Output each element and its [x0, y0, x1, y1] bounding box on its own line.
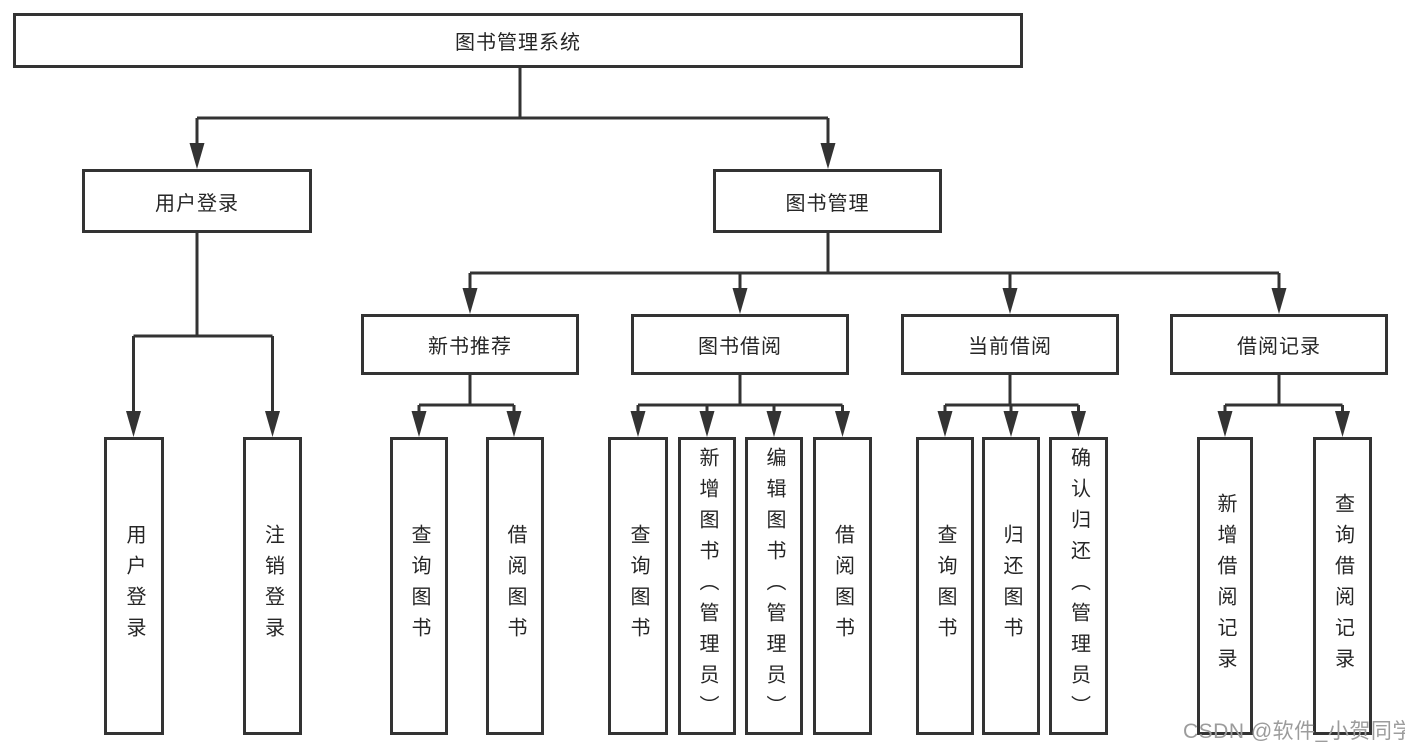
leaf-edit-books-admin: 编辑图书（管理员） — [745, 437, 803, 735]
leaf-query-books-borrow-label: 查询图书 — [627, 524, 649, 648]
leaf-add-books-admin-label: 新增图书（管理员） — [696, 446, 718, 726]
leaf-borrow-books-label: 借阅图书 — [831, 524, 854, 648]
leaf-confirm-return-admin: 确认归还（管理员） — [1049, 437, 1108, 735]
leaf-user-login: 用户登录 — [104, 437, 164, 735]
leaf-user-login-label: 用户登录 — [123, 524, 145, 648]
csdn-watermark: CSDN @软件_小贺同学 — [1183, 720, 1405, 743]
node-user-login: 用户登录 — [82, 169, 312, 233]
leaf-query-books-borrow: 查询图书 — [608, 437, 668, 735]
leaf-query-books-recommend: 查询图书 — [390, 437, 448, 735]
node-book-management: 图书管理 — [713, 169, 942, 233]
node-current-borrow: 当前借阅 — [901, 314, 1119, 375]
leaf-query-books-recommend-label: 查询图书 — [408, 524, 430, 648]
leaf-borrow-books: 借阅图书 — [813, 437, 872, 735]
leaf-edit-books-admin-label: 编辑图书（管理员） — [763, 446, 785, 726]
arrowheads — [126, 143, 1350, 437]
leaf-return-books-label: 归还图书 — [1000, 524, 1022, 648]
leaf-add-borrow-record: 新增借阅记录 — [1197, 437, 1253, 735]
leaf-confirm-return-admin-label: 确认归还（管理员） — [1067, 446, 1090, 726]
leaf-query-borrow-record-label: 查询借阅记录 — [1331, 493, 1354, 679]
node-library-management-system: 图书管理系统 — [13, 13, 1023, 68]
leaf-add-borrow-record-label: 新增借阅记录 — [1214, 493, 1236, 679]
leaf-return-books: 归还图书 — [982, 437, 1040, 735]
node-new-book-recommend: 新书推荐 — [361, 314, 579, 375]
leaf-add-books-admin: 新增图书（管理员） — [678, 437, 736, 735]
leaf-query-books-current: 查询图书 — [916, 437, 974, 735]
leaf-borrow-books-recommend-label: 借阅图书 — [504, 524, 526, 648]
node-borrow-records: 借阅记录 — [1170, 314, 1388, 375]
leaf-query-borrow-record: 查询借阅记录 — [1313, 437, 1372, 735]
node-book-borrow: 图书借阅 — [631, 314, 849, 375]
leaf-borrow-books-recommend: 借阅图书 — [486, 437, 544, 735]
leaf-logout-label: 注销登录 — [261, 524, 284, 648]
leaf-logout: 注销登录 — [243, 437, 302, 735]
leaf-query-books-current-label: 查询图书 — [934, 524, 956, 648]
